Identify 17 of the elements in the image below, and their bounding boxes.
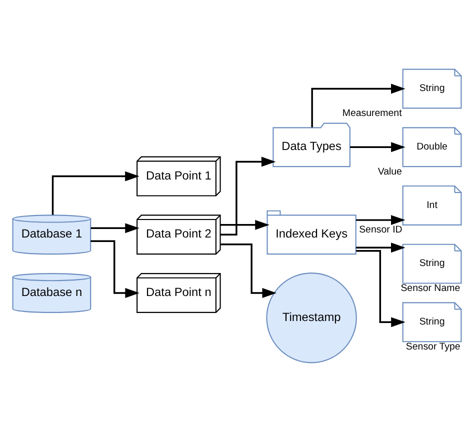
node-label: Measurement (342, 108, 402, 119)
arrow (356, 250, 406, 328)
arrow (356, 242, 406, 253)
arrow (220, 244, 277, 298)
arrow (90, 223, 140, 234)
node-label: Sensor Name (400, 283, 460, 294)
arrow (220, 156, 276, 236)
arrow (356, 215, 406, 226)
arrow (350, 142, 406, 152)
node-circle: Timestamp (266, 272, 357, 364)
node-label: Value (378, 166, 402, 178)
arrow (52, 171, 140, 215)
node-label: Sensor ID (359, 224, 402, 236)
arrow (220, 220, 270, 230)
arrow (90, 240, 140, 298)
node-label: Sensor Type (406, 341, 460, 352)
arrow (311, 84, 406, 128)
